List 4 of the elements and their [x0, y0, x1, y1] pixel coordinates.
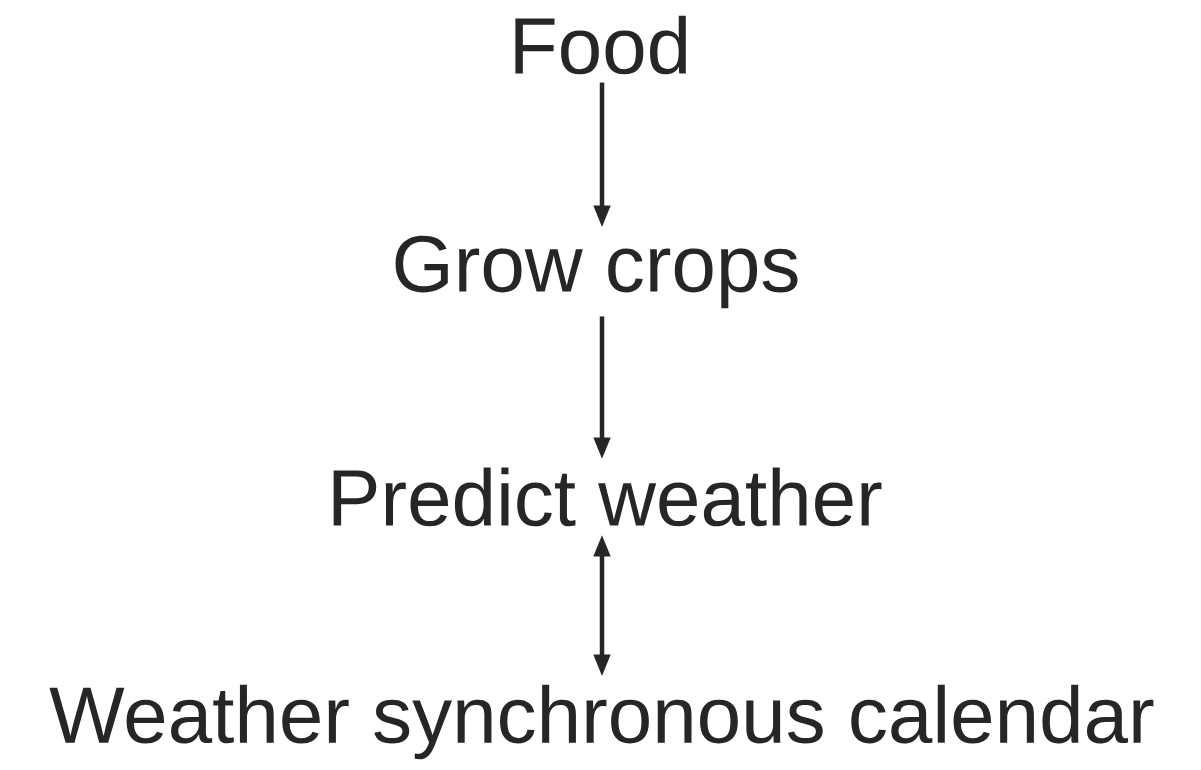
- node-label: Grow crops: [395, 235, 798, 309]
- node-label: Weather synchronous calendar: [49, 684, 1154, 760]
- node-label: Food: [515, 15, 686, 75]
- node-label: Predict weather: [333, 467, 882, 527]
